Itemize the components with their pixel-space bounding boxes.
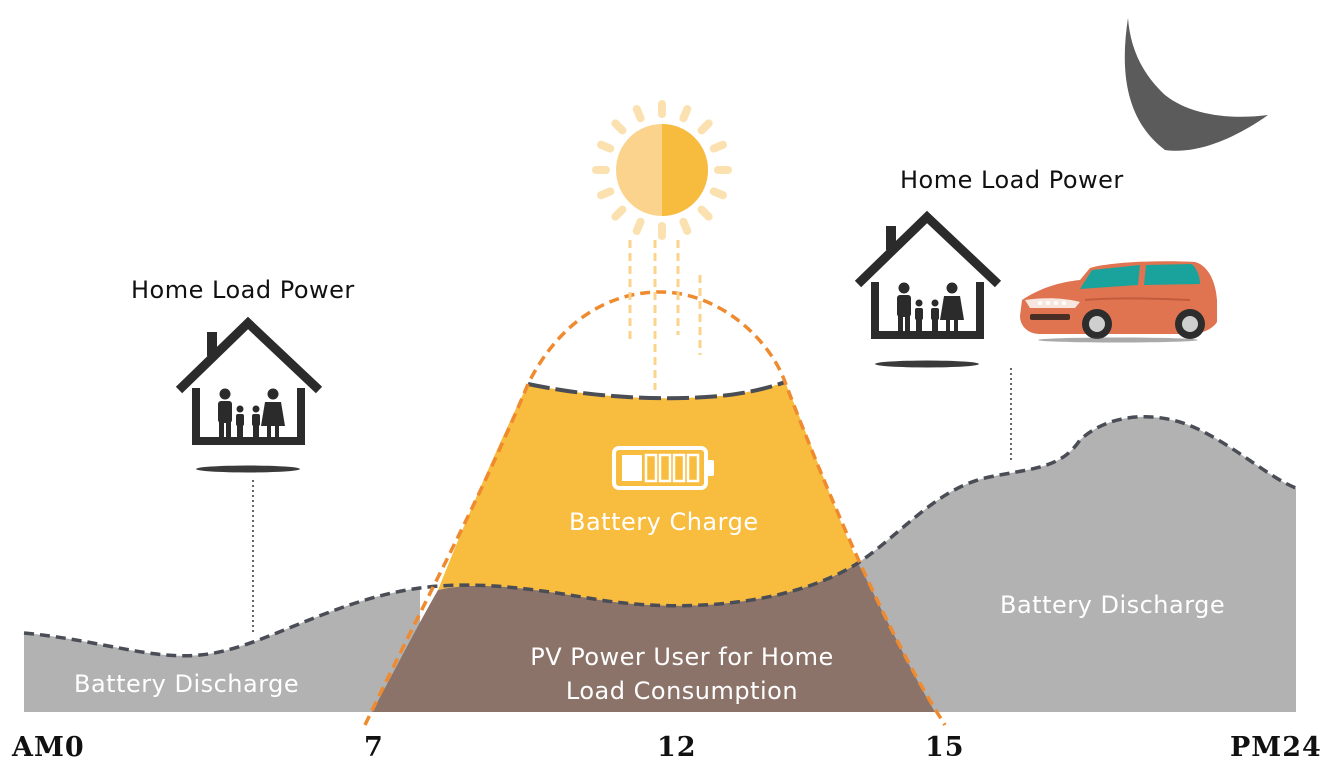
sun-ray-lines (628, 240, 702, 390)
sun-ray (709, 187, 727, 200)
battery-discharge-label-right: Battery Discharge (1000, 591, 1226, 619)
sun-ray (679, 217, 692, 235)
sun-ray (697, 205, 713, 221)
axis-label-pm24: PM24 (1230, 732, 1322, 763)
house-icon (854, 210, 1002, 339)
battery-charge-label: Battery Charge (569, 508, 759, 536)
home-load-power-label-left: Home Load Power (131, 276, 355, 304)
sun-ray (632, 105, 645, 123)
pv-home-load-label: PV Power User for Home Load Consumption (500, 640, 864, 708)
axis-label-am0: AM0 (12, 732, 85, 763)
family-icon (897, 282, 964, 332)
moon-icon (1124, 18, 1268, 151)
battery-charge-area (438, 382, 858, 606)
sun-ray (597, 187, 615, 200)
sun-ray (611, 119, 627, 135)
car-icon (1020, 261, 1217, 343)
battery-icon (612, 446, 714, 490)
pv-label-line-2: Load Consumption (565, 677, 799, 705)
sun-ray (632, 217, 645, 235)
sun-ray (697, 119, 713, 135)
sun-ray (597, 140, 615, 153)
load-area-right (855, 416, 1296, 712)
house-shadow-right (875, 360, 979, 368)
sun-ray (709, 140, 727, 153)
axis-label-15: 15 (925, 732, 965, 763)
pv-home-load-area (372, 563, 935, 712)
load-area-left (24, 588, 420, 712)
pv-label-line-1: PV Power User for Home (530, 643, 834, 671)
axis-label-7: 7 (364, 732, 384, 763)
axis-label-12: 12 (657, 732, 697, 763)
sun-icon (592, 100, 732, 240)
pv-generation-curve (363, 290, 947, 726)
house-shadow-left (196, 465, 300, 473)
sun-ray (679, 105, 692, 123)
house-icon (175, 316, 323, 445)
home-load-curve (23, 414, 1297, 658)
sun-ray (611, 205, 627, 221)
home-load-power-label-right: Home Load Power (900, 166, 1124, 194)
battery-discharge-label-left: Battery Discharge (74, 670, 300, 698)
family-icon (218, 388, 285, 438)
charge-top-curve (527, 380, 786, 401)
